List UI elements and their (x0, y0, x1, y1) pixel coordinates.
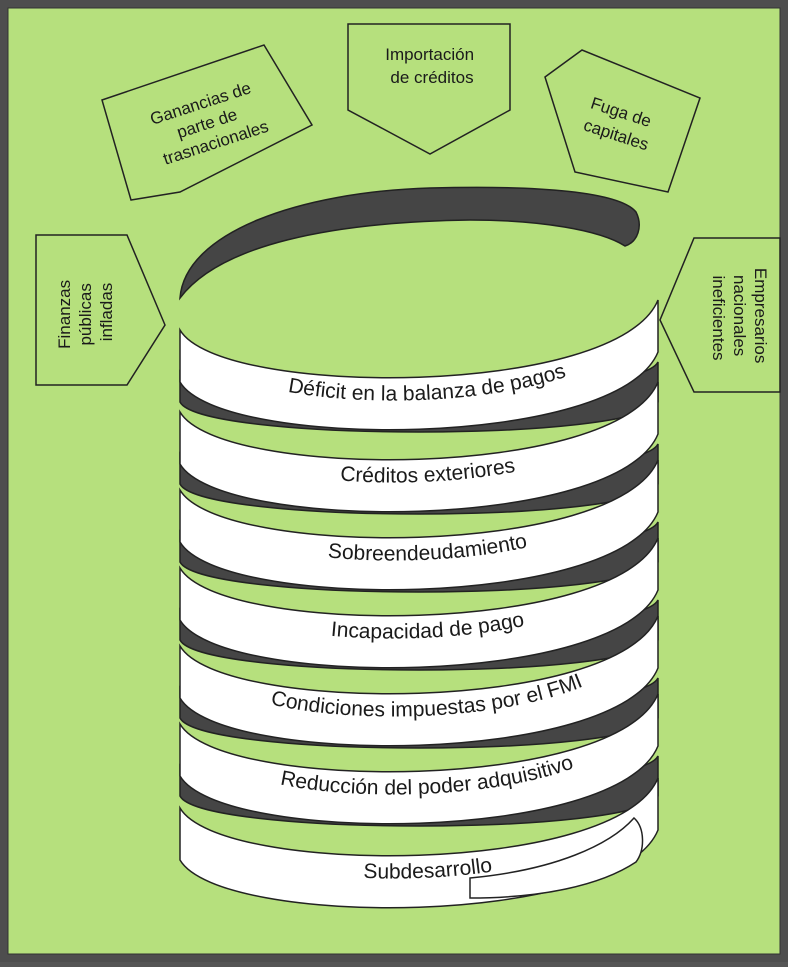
cause-finanzas-shape (35, 234, 166, 386)
cause-importacion-shape (347, 23, 511, 155)
cause-ganancias: Ganancias de parte de trasnacionales (101, 44, 314, 201)
cause-empresarios-line-3: ineficientes (709, 275, 728, 360)
cause-importacion-line-2: de créditos (390, 68, 473, 87)
svg-text:Finanzas públicas: Finanzas públicas infladas (55, 275, 116, 349)
cause-fuga: Fuga de capitales (544, 49, 701, 193)
cause-importacion-line-1: Importación (385, 45, 474, 64)
cause-empresarios-line-2: nacionales (730, 275, 749, 356)
spiral-band (179, 381, 659, 513)
cause-fuga-shape (544, 49, 701, 193)
spiral-band (179, 459, 659, 591)
spiral-band (179, 693, 659, 825)
spiral-band (179, 299, 659, 431)
cause-empresarios-shape (659, 237, 781, 393)
svg-text:Empresarios nacionales: Empresarios nacionales ineficientes (709, 268, 770, 368)
cause-ganancias-shape (101, 44, 314, 201)
cause-empresarios: Empresarios nacionales ineficientes (659, 237, 781, 393)
cause-finanzas-line-1: Finanzas (55, 280, 74, 349)
spiral-band (179, 537, 659, 669)
cause-finanzas-line-2: públicas (76, 283, 95, 345)
spiral-back-top (179, 186, 640, 301)
cause-importacion: Importación de créditos (347, 23, 511, 155)
spiral-band (179, 615, 659, 747)
spiral-tail (469, 816, 644, 899)
svg-text:Importación de créditos: Importación de créditos (385, 45, 479, 87)
cause-finanzas-line-3: infladas (97, 283, 116, 342)
cause-finanzas: Finanzas públicas infladas (35, 234, 166, 386)
cause-empresarios-line-1: Empresarios (751, 268, 770, 363)
